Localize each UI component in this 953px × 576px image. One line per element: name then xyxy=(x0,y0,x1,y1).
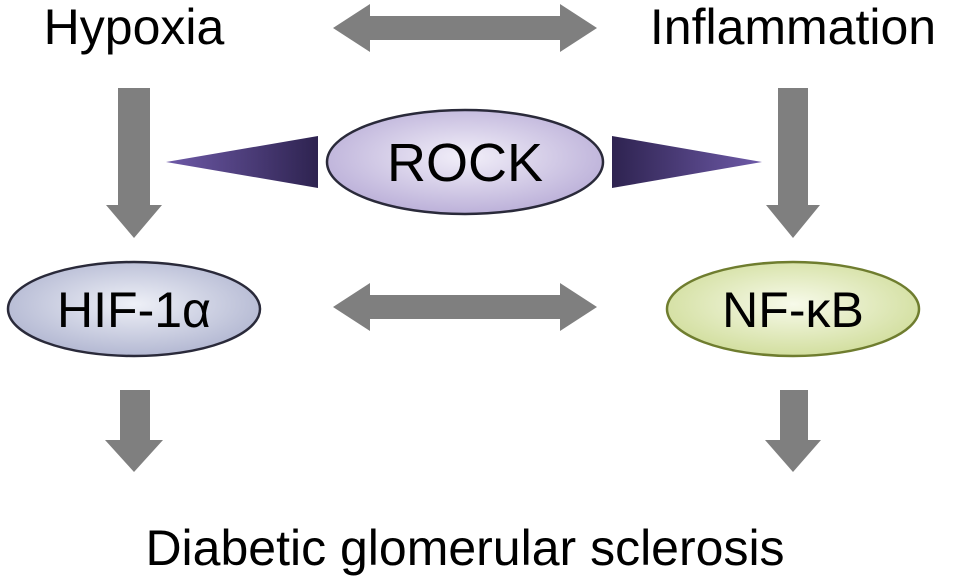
rock-label: ROCK xyxy=(387,133,543,193)
nfkb-node: NF-κB xyxy=(665,260,921,358)
inflammation-label: Inflammation xyxy=(650,0,936,55)
hypoxia-to-hif-arrow xyxy=(106,88,162,238)
outcome-label: Diabetic glomerular sclerosis xyxy=(145,520,784,576)
nfkb-label: NF-κB xyxy=(722,282,864,338)
hif-label: HIF-1α xyxy=(57,282,211,338)
hypoxia-label: Hypoxia xyxy=(44,0,225,55)
top-bidirectional-arrow xyxy=(333,4,597,52)
rock-node: ROCK xyxy=(325,108,605,216)
inflammation-to-nfkb-arrow xyxy=(766,88,820,238)
rock-right-wedge xyxy=(612,136,762,188)
rock-left-wedge xyxy=(166,136,318,188)
hif-to-outcome-arrow xyxy=(105,390,163,472)
middle-bidirectional-arrow xyxy=(333,283,597,331)
nfkb-to-outcome-arrow xyxy=(765,390,821,472)
hif-node: HIF-1α xyxy=(6,260,262,358)
